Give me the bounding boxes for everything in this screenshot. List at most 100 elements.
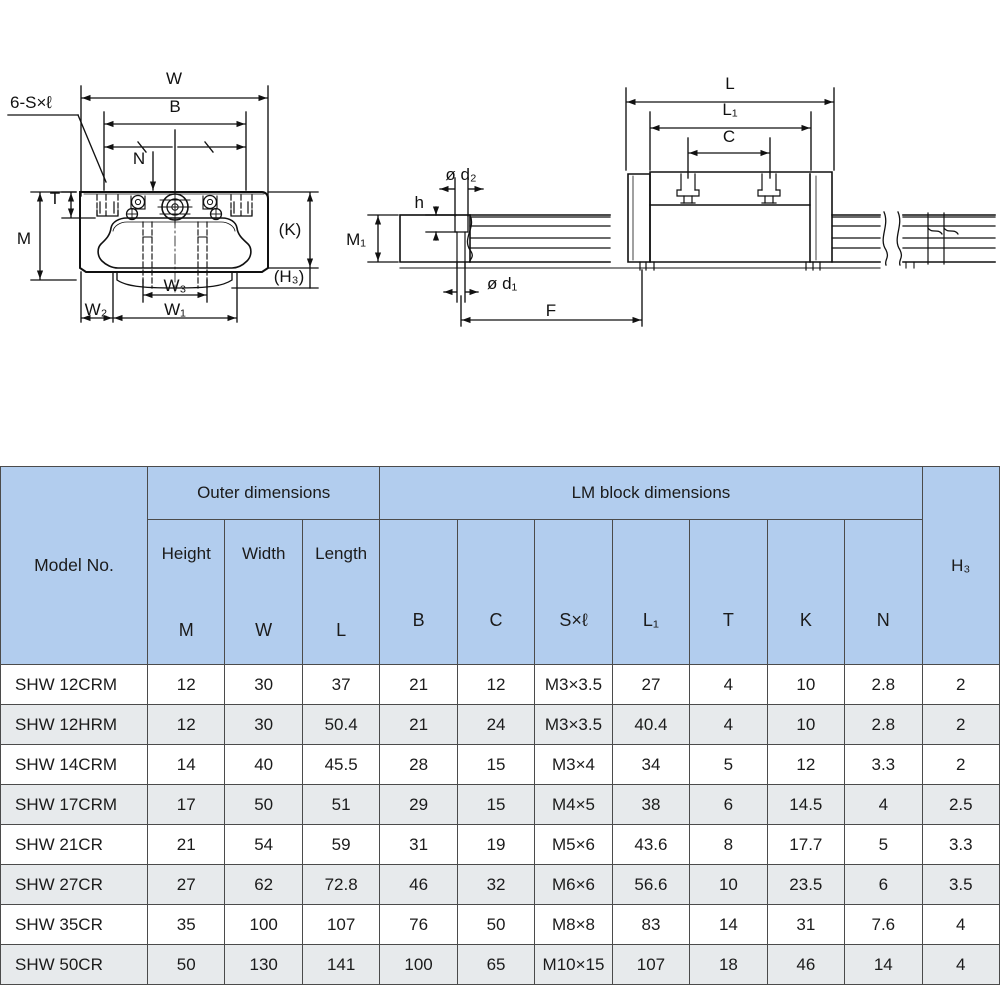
cell-b: 46 [379, 864, 458, 905]
cell-l: 45.5 [301, 744, 381, 785]
header-width-symbol: W [255, 619, 273, 640]
cell-sxl: M3×4 [534, 744, 613, 785]
cell-model-no: SHW 35CR [0, 904, 148, 945]
cell-c: 15 [456, 744, 536, 785]
header-b: B [379, 519, 458, 665]
cell-l: 59 [301, 824, 381, 865]
cell-h3: 2 [921, 664, 1000, 705]
cell-n: 14 [844, 944, 923, 985]
header-group-outer-dimensions: Outer dimensions [146, 466, 381, 520]
cell-h3: 2 [921, 704, 1000, 745]
header-c: C [456, 519, 536, 665]
cell-l1: 107 [611, 944, 691, 985]
cell-m: 21 [146, 824, 226, 865]
dim-label-M1: M₁ [346, 230, 366, 249]
dim-label-B: B [169, 97, 180, 116]
cell-n: 2.8 [844, 664, 923, 705]
dim-label-h: h [415, 193, 424, 212]
cell-k: 23.5 [766, 864, 846, 905]
header-sxl-symbol: S×ℓ [559, 609, 588, 630]
cell-k: 17.7 [766, 824, 846, 865]
cell-c: 50 [456, 904, 536, 945]
dim-label-L: L [725, 74, 734, 93]
cell-t: 10 [689, 864, 768, 905]
cell-h3: 2 [921, 744, 1000, 785]
dim-label-H3: (H₃) [274, 267, 305, 286]
cell-model-no: SHW 21CR [0, 824, 148, 865]
header-sxl: S×ℓ [534, 519, 613, 665]
cell-h3: 2.5 [921, 784, 1000, 825]
header-length-symbol: L [336, 619, 347, 640]
cell-m: 12 [146, 704, 226, 745]
cell-w: 30 [224, 704, 303, 745]
header-length-label: Length [315, 543, 368, 563]
cell-h3: 4 [921, 944, 1000, 985]
header-height: Height M [146, 519, 226, 665]
cell-w: 130 [224, 944, 303, 985]
cell-c: 15 [456, 784, 536, 825]
cell-b: 31 [379, 824, 458, 865]
cell-model-no: SHW 12CRM [0, 664, 148, 705]
header-h3-symbol: H₃ [951, 555, 971, 575]
dim-label-K: (K) [279, 220, 302, 239]
cell-sxl: M3×3.5 [534, 704, 613, 745]
cell-c: 24 [456, 704, 536, 745]
header-group-lm-block-dimensions: LM block dimensions [379, 466, 923, 520]
cell-l1: 43.6 [611, 824, 691, 865]
cell-m: 12 [146, 664, 226, 705]
table-header: Model No. Outer dimensions LM block dime… [0, 466, 1000, 665]
cell-b: 21 [379, 664, 458, 705]
dim-label-F: F [546, 301, 556, 320]
cell-h3: 3.3 [921, 824, 1000, 865]
dim-label-M: M [17, 229, 31, 248]
cell-t: 14 [689, 904, 768, 945]
drawing-svg: W B N 6-S×ℓ [7, 69, 996, 327]
technical-drawings: W B N 6-S×ℓ [0, 0, 1000, 460]
cell-m: 35 [146, 904, 226, 945]
cell-k: 10 [766, 664, 846, 705]
cell-l: 107 [301, 904, 381, 945]
cell-sxl: M6×6 [534, 864, 613, 905]
cell-l: 141 [301, 944, 381, 985]
header-k-symbol: K [799, 609, 812, 630]
header-model-no-label: Model No. [34, 555, 114, 575]
cell-l: 37 [301, 664, 381, 705]
cell-b: 76 [379, 904, 458, 945]
dim-label-W: W [166, 69, 182, 88]
dim-label-T: T [50, 189, 60, 208]
header-t: T [689, 519, 768, 665]
cell-h3: 3.5 [921, 864, 1000, 905]
cell-n: 5 [844, 824, 923, 865]
cell-n: 3.3 [844, 744, 923, 785]
cell-h3: 4 [921, 904, 1000, 945]
header-k: K [766, 519, 846, 665]
cell-l1: 38 [611, 784, 691, 825]
dim-label-C: C [723, 127, 735, 146]
header-height-label: Height [161, 543, 211, 563]
cell-k: 14.5 [766, 784, 846, 825]
cell-sxl: M5×6 [534, 824, 613, 865]
cell-l: 50.4 [301, 704, 381, 745]
cell-w: 62 [224, 864, 303, 905]
dim-label-W3: W₃ [164, 276, 187, 295]
cell-l1: 40.4 [611, 704, 691, 745]
cell-l1: 83 [611, 904, 691, 945]
cell-t: 4 [689, 704, 768, 745]
dim-label-d1: ø d₁ [487, 274, 518, 293]
cell-sxl: M8×8 [534, 904, 613, 945]
header-n: N [844, 519, 923, 665]
cell-n: 2.8 [844, 704, 923, 745]
header-l1: L₁ [611, 519, 691, 665]
cell-k: 12 [766, 744, 846, 785]
cell-k: 31 [766, 904, 846, 945]
cell-k: 46 [766, 944, 846, 985]
cell-n: 7.6 [844, 904, 923, 945]
